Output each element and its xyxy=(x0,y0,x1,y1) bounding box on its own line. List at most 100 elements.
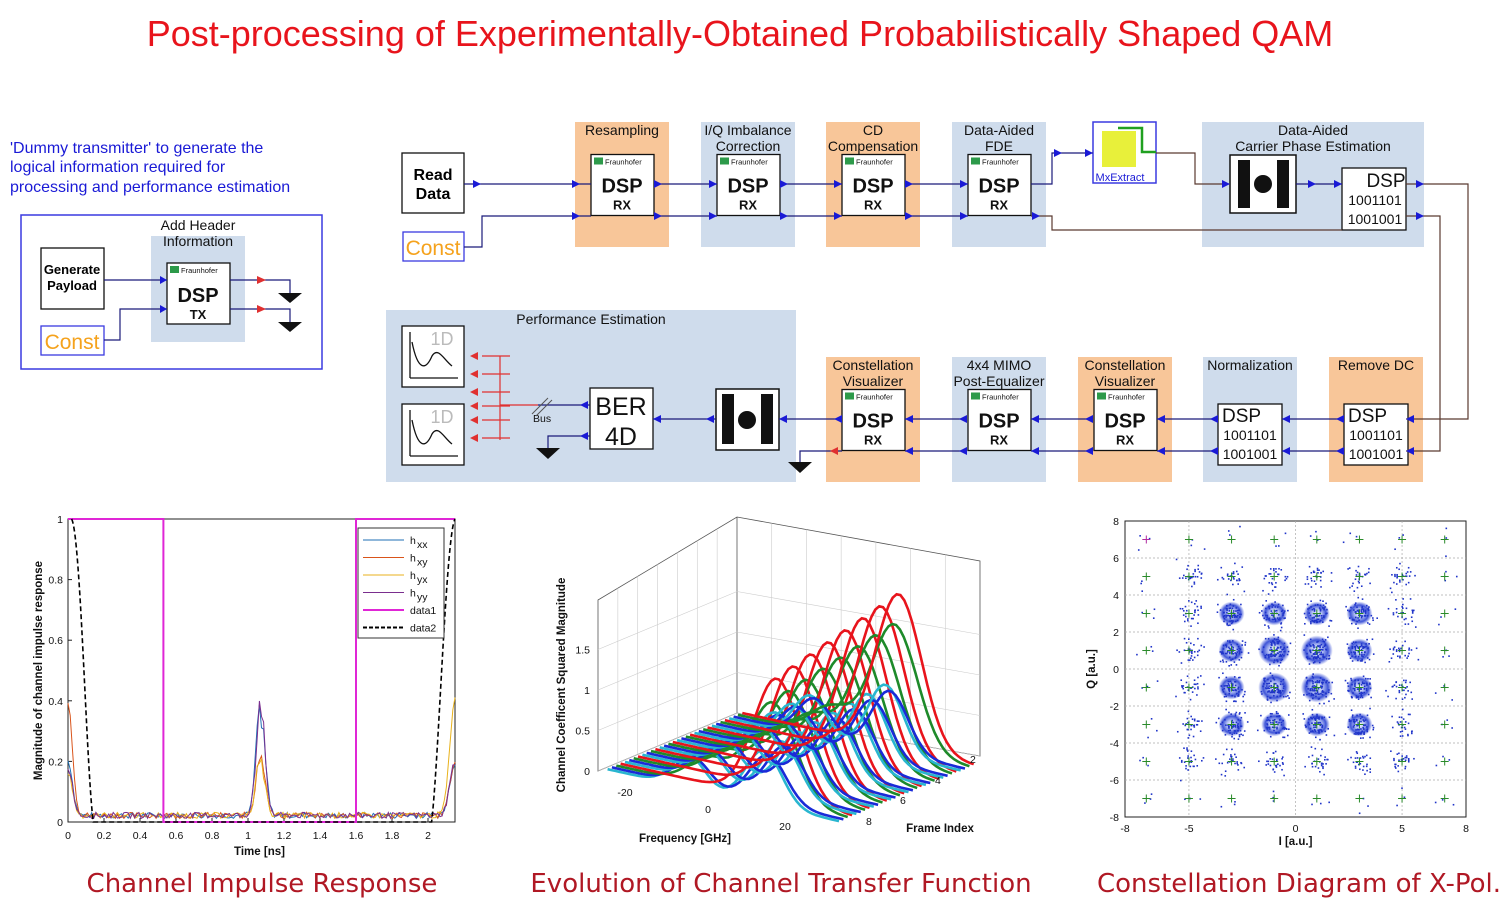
sink-icon xyxy=(536,448,560,459)
svg-text:RX: RX xyxy=(739,198,757,213)
svg-text:Performance Estimation: Performance Estimation xyxy=(516,311,665,327)
transfer-function-curve xyxy=(711,692,944,779)
svg-text:Fraunhofer: Fraunhofer xyxy=(856,158,893,167)
x-tick-label: 1.8 xyxy=(385,830,400,842)
reference-point xyxy=(1355,683,1364,692)
const-label-rx: Const xyxy=(406,237,461,260)
reference-point xyxy=(1355,609,1364,618)
ber-4d-block[interactable]: BER 4D xyxy=(589,387,654,451)
reference-point xyxy=(1312,609,1321,618)
caption-transfer-function: Evolution of Channel Transfer Function xyxy=(530,869,1031,899)
data1-line xyxy=(68,518,455,823)
reference-point xyxy=(1270,572,1279,581)
y-tick-label: -6 xyxy=(1110,775,1119,787)
reference-point xyxy=(1142,794,1151,803)
mxextract-block[interactable]: MxExtract xyxy=(1092,121,1157,184)
data2-line xyxy=(70,518,456,823)
svg-text:DSP: DSP xyxy=(978,176,1019,198)
generate-payload-block[interactable] xyxy=(40,247,105,310)
transfer-function-curve xyxy=(659,720,892,801)
transfer-function-curve xyxy=(637,665,870,810)
y-tick-label: 0 xyxy=(1113,664,1119,676)
bus-label: Bus xyxy=(533,413,551,425)
reference-point xyxy=(1398,720,1407,729)
reference-point xyxy=(1312,757,1321,766)
legend-label: h xyxy=(410,588,416,600)
top-block-3-title: CD xyxy=(863,122,883,138)
svg-text:1001001: 1001001 xyxy=(1349,446,1404,462)
svg-text:Carrier Phase Estimation: Carrier Phase Estimation xyxy=(1235,138,1391,154)
svg-text:RX: RX xyxy=(990,198,1008,213)
dummy-transmitter-note: 'Dummy transmitter' to generate the logi… xyxy=(10,140,290,196)
transfer-function-curve xyxy=(728,683,961,772)
reference-point xyxy=(1440,794,1449,803)
viewer-1d-top[interactable]: 1D xyxy=(401,325,465,388)
transfer-function-curve xyxy=(655,653,888,802)
legend-label: h xyxy=(410,553,416,565)
reference-point xyxy=(1142,646,1151,655)
fraunhofer-logo-icon xyxy=(845,392,854,400)
z-tick-label: 1.5 xyxy=(575,645,590,657)
reference-point xyxy=(1440,609,1449,618)
legend-subscript: xy xyxy=(417,557,428,569)
x-axis-label: I [a.u.] xyxy=(1279,836,1313,848)
reference-point xyxy=(1398,683,1407,692)
reference-point xyxy=(1227,720,1236,729)
reference-point xyxy=(1184,757,1193,766)
reference-point xyxy=(1355,794,1364,803)
legend-subscript: yy xyxy=(417,592,428,604)
reference-point xyxy=(1270,683,1279,692)
transfer-function-curve xyxy=(733,689,966,770)
reference-point xyxy=(1312,572,1321,581)
y-tick-label: 6 xyxy=(1113,553,1119,565)
legend-label: h xyxy=(410,570,416,582)
processor-icon-bottom[interactable] xyxy=(715,388,780,451)
dsp-tx-block[interactable]: Fraunhofer DSP TX xyxy=(166,262,231,325)
page-title: Post-processing of Experimentally-Obtain… xyxy=(147,13,1334,54)
const-block-rx[interactable] xyxy=(402,231,465,262)
top-processing-row: Read Data Const xyxy=(401,152,465,262)
svg-text:Fraunhofer: Fraunhofer xyxy=(731,158,768,167)
read-data-block[interactable] xyxy=(401,152,465,214)
reference-point xyxy=(1312,794,1321,803)
reference-point xyxy=(1227,794,1236,803)
svg-text:1001101: 1001101 xyxy=(1349,427,1403,443)
x-tick-label: 1.2 xyxy=(277,830,292,842)
reference-point xyxy=(1227,535,1236,544)
x-tick-label: -20 xyxy=(617,787,632,799)
const-block-tx[interactable] xyxy=(40,325,105,356)
transfer-function-curve xyxy=(620,677,853,817)
bottom-block-3-title: Visualizer xyxy=(1095,373,1156,389)
svg-text:DSP: DSP xyxy=(852,176,893,198)
reference-point xyxy=(1270,609,1279,618)
transfer-function-curve xyxy=(724,604,957,773)
reference-point xyxy=(1355,572,1364,581)
top-block-2-title: I/Q Imbalance xyxy=(704,122,791,138)
reference-point xyxy=(1142,572,1151,581)
reference-point xyxy=(1270,720,1279,729)
svg-text:Fraunhofer: Fraunhofer xyxy=(982,158,1019,167)
legend-subscript: yx xyxy=(417,574,428,586)
frame-tick-label: 6 xyxy=(900,795,906,807)
caption-impulse-response: Channel Impulse Response xyxy=(87,869,438,899)
transfer-function-curve xyxy=(707,616,940,781)
x-tick-label: 0.6 xyxy=(169,830,184,842)
svg-text:processing and performance est: processing and performance estimation xyxy=(10,179,290,196)
z-tick-label: 0.5 xyxy=(575,726,590,738)
x-tick-label: -8 xyxy=(1120,823,1129,835)
reference-point xyxy=(1142,683,1151,692)
cpe-dsp-block[interactable] xyxy=(1341,167,1407,231)
reference-point xyxy=(1142,757,1151,766)
viewer-1d-bottom[interactable]: 1D xyxy=(401,403,465,466)
reference-point xyxy=(1440,683,1449,692)
